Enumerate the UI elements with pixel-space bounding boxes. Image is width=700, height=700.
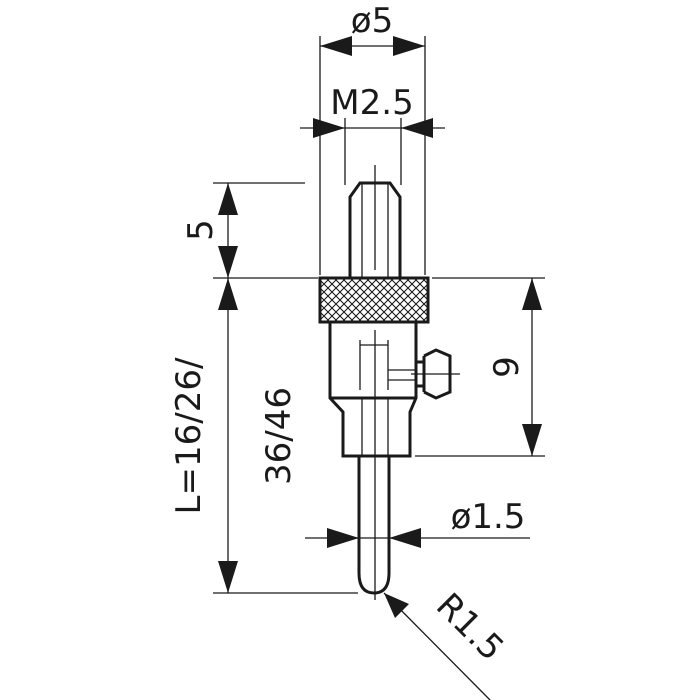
extension-lines — [213, 36, 545, 594]
thread-length-label: 5 — [181, 219, 221, 241]
tip-shank — [357, 456, 391, 595]
probe-outline — [318, 181, 460, 595]
clamp-screw — [411, 348, 460, 400]
dimension-labels: ø5 M2.5 5 L=16/26/ 36/46 9 ø1.5 R1.5 — [169, 1, 527, 669]
dimension-lines — [218, 36, 542, 700]
length-label-line2: 36/46 — [259, 387, 299, 485]
tip-diameter-label: ø1.5 — [451, 497, 526, 537]
thread-label: M2.5 — [330, 83, 413, 123]
hidden-lines — [359, 165, 416, 600]
knurled-ring — [318, 276, 430, 324]
diameter-5-label: ø5 — [351, 1, 393, 41]
body-length-label: 9 — [487, 356, 527, 378]
probe-body — [328, 322, 418, 458]
tip-radius-label: R1.5 — [428, 586, 511, 669]
length-label-line1: L=16/26/ — [169, 357, 209, 514]
